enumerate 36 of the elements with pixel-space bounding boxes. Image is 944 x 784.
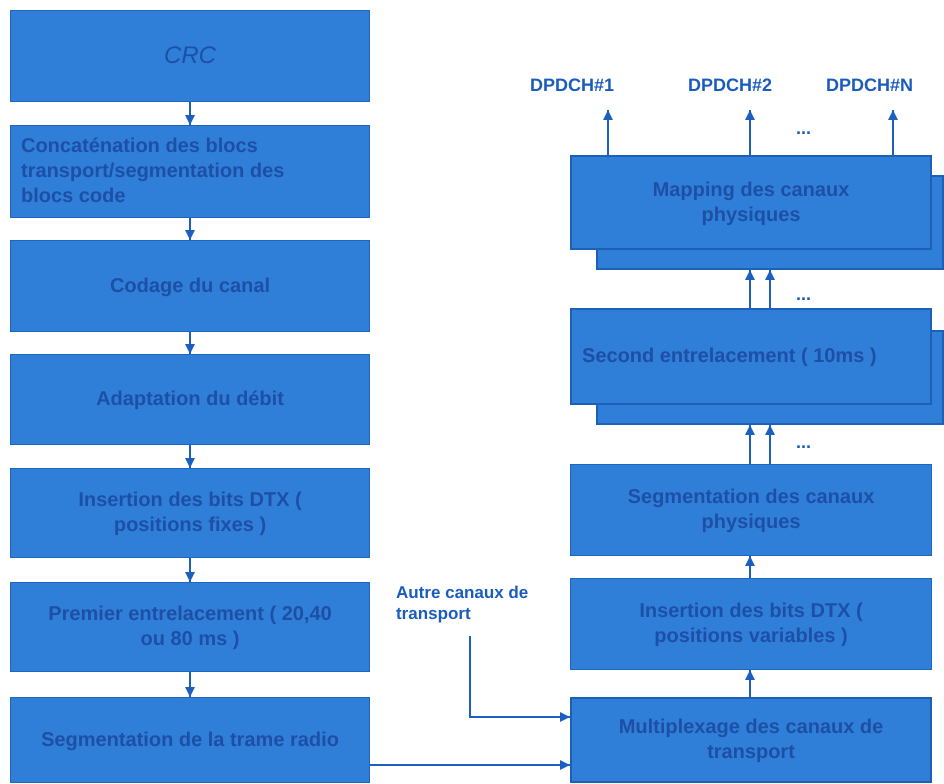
node-label: DPDCH#1 [530,74,614,96]
arrow [185,445,195,468]
process-box [570,464,932,556]
arrow [370,760,570,770]
stacked-process-boxes [570,308,944,425]
stacked-process-boxes [570,155,944,270]
arrow [745,670,755,697]
arrow [765,425,775,464]
arrow [185,672,195,697]
process-box [10,125,370,218]
arrow [185,218,195,240]
process-box [10,468,370,558]
ellipsis-label: ... [796,118,812,139]
node-label: DPDCH#N [826,74,914,96]
arrow [185,558,195,582]
process-box [10,582,370,672]
arrow [185,332,195,354]
arrow [745,110,755,155]
ellipsis-label: ... [796,284,812,305]
process-box [10,697,370,783]
arrow [469,636,570,722]
process-box [570,697,932,783]
node-label: Autre canaux de transport [396,582,530,624]
arrow [888,110,898,155]
arrow [185,102,195,125]
ellipsis-label: ... [796,432,812,453]
arrow [745,425,755,464]
arrow [745,270,755,308]
arrow [603,110,613,155]
arrow [745,556,755,578]
process-box [570,578,932,670]
process-box [10,354,370,445]
node-label: DPDCH#2 [688,74,772,96]
arrow [765,270,775,308]
process-box [10,10,370,102]
process-box [10,240,370,332]
